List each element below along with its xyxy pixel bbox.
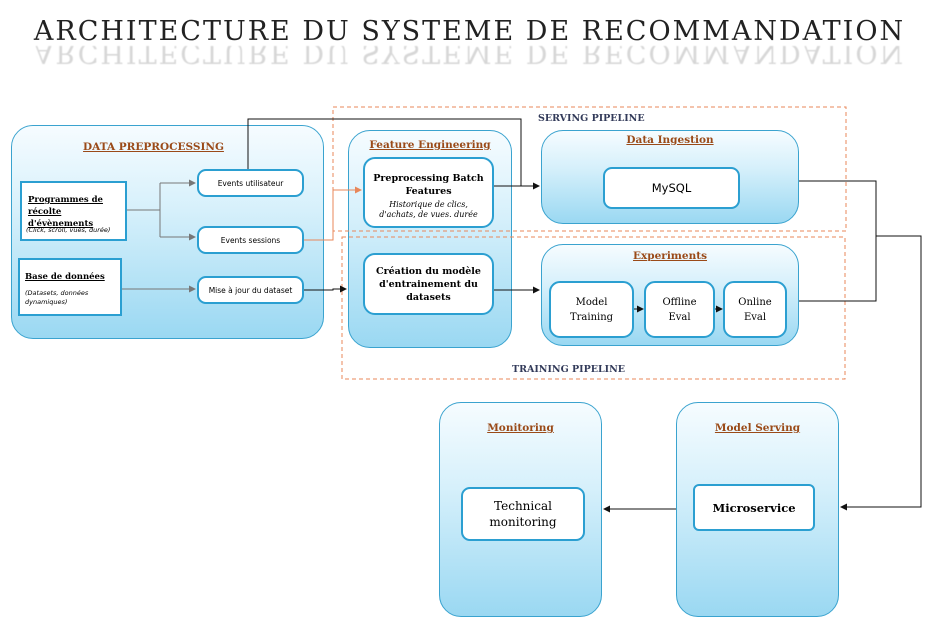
microservice-box: Microservice [693, 484, 815, 531]
microservice-label: Microservice [712, 500, 796, 515]
event-collection-programs-box: Programmes de récolte d'évènements (Clic… [20, 181, 127, 241]
events-sessions-label: Events sessions [220, 235, 281, 245]
serving-pipeline-frame [332, 106, 847, 232]
monitoring-title: Monitoring [487, 422, 554, 434]
model-creation-label: Création du modèle d'entrainement du dat… [376, 265, 481, 303]
mysql-box: MySQL [603, 167, 740, 209]
model-creation-box: Création du modèle d'entrainement du dat… [363, 253, 494, 315]
model-training-label: Model Training [569, 296, 614, 323]
events-users-box: Events utilisateur [197, 169, 304, 197]
serving-pipeline-label: SERVING PIPELINE [538, 113, 645, 124]
events-sessions-to-batch-line [304, 186, 362, 241]
offline-eval-box: Offline Eval [644, 281, 715, 338]
batch-features-sub: Historique de clics, d'achats, de vues. … [379, 200, 478, 219]
batch-features-label: Preprocessing Batch Features [373, 173, 484, 197]
model-training-box: Model Training [549, 281, 634, 338]
dataset-update-label: Mise à jour du dataset [208, 285, 293, 295]
technical-monitoring-box: Technical monitoring [461, 487, 585, 541]
diagram-title: ARCHITECTURE DU SYSTEME DE RECOMMANDATIO… [33, 16, 906, 47]
model-serving-title: Model Serving [714, 422, 801, 434]
experiments-title: Experiments [633, 250, 707, 262]
offline-eval-label: Offline Eval [662, 296, 697, 323]
feature-engineering-title: Feature Engineering [369, 139, 491, 151]
training-pipeline-frame [341, 236, 846, 380]
database-sub: (Datasets, données dynamiques) [25, 289, 89, 306]
data-ingestion-title: Data Ingestion [626, 134, 714, 146]
events-users-to-ingestion-line [247, 118, 522, 186]
training-pipeline-label: TRAINING PIPELINE [512, 364, 626, 375]
event-collection-programs-label: Programmes de récolte d'évènements [28, 195, 103, 229]
ingestion-to-serving-line [799, 180, 877, 302]
batch-features-box: Preprocessing Batch Features Historique … [363, 157, 494, 228]
mysql-label: MySQL [651, 181, 692, 195]
online-eval-box: Online Eval [723, 281, 787, 338]
online-eval-label: Online Eval [738, 296, 772, 323]
events-sessions-box: Events sessions [197, 226, 304, 254]
data-preprocessing-title: DATA PREPROCESSING [83, 141, 224, 153]
event-collection-programs-sub: (Click, scroll, vues, durée) [26, 226, 111, 234]
events-users-label: Events utilisateur [217, 178, 284, 188]
dataset-update-to-model-line [304, 285, 347, 293]
dataset-update-box: Mise à jour du dataset [197, 276, 304, 304]
merge-to-serving-line [840, 235, 922, 511]
technical-monitoring-label: Technical monitoring [489, 499, 557, 529]
database-label: Base de données [25, 272, 105, 282]
database-box: Base de données (Datasets, données dynam… [18, 258, 122, 316]
